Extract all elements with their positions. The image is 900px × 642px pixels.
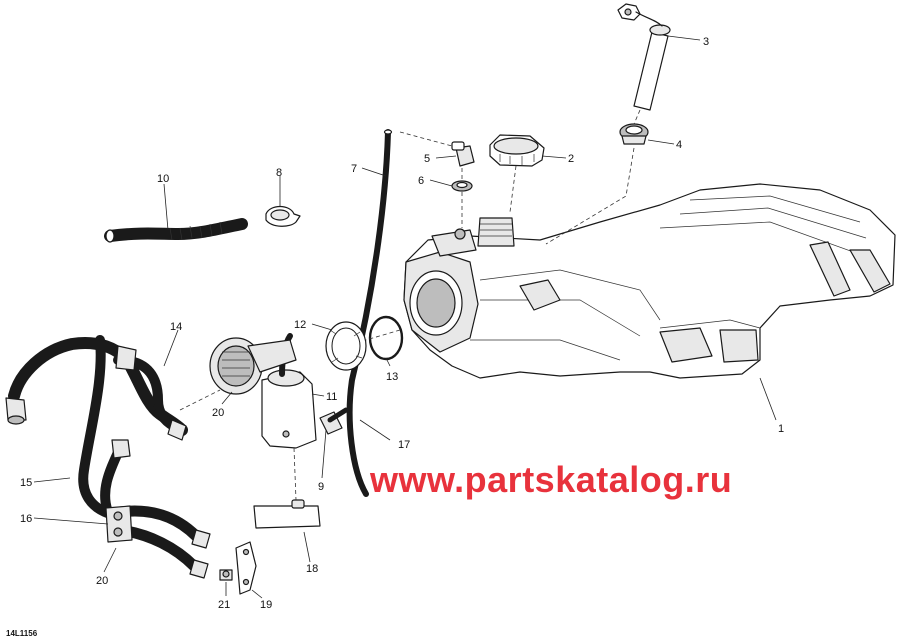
callout-11: 11 — [326, 391, 337, 403]
callout-20-upper: 20 — [212, 407, 224, 419]
leader-lines — [33, 35, 777, 599]
diagram-code: 14L1156 — [6, 629, 38, 638]
callout-9: 9 — [318, 481, 324, 493]
fuel-cap[interactable] — [489, 134, 545, 167]
callout-17: 17 — [398, 439, 410, 451]
callout-7: 7 — [351, 163, 357, 175]
fuel-line-fitting[interactable] — [319, 407, 349, 435]
callout-labels: 1 2 3 4 5 6 7 8 9 10 11 12 13 14 15 16 1… — [20, 36, 784, 611]
o-ring[interactable] — [368, 315, 404, 361]
fuel-filter[interactable] — [253, 499, 321, 529]
callout-16: 16 — [20, 513, 32, 525]
callout-5: 5 — [424, 153, 430, 165]
callout-13: 13 — [386, 371, 398, 383]
callout-8: 8 — [276, 167, 282, 179]
callout-12: 12 — [294, 319, 306, 331]
fuel-level-sender[interactable] — [617, 3, 671, 111]
screw[interactable] — [219, 569, 233, 581]
callout-15: 15 — [20, 477, 32, 489]
clamp[interactable] — [265, 205, 301, 227]
callout-6: 6 — [418, 175, 424, 187]
callout-4: 4 — [676, 139, 682, 151]
check-valve[interactable] — [451, 141, 475, 167]
fuel-pump[interactable] — [209, 333, 317, 449]
callout-10: 10 — [157, 173, 169, 185]
callout-3: 3 — [703, 36, 709, 48]
locking-ring[interactable] — [325, 321, 367, 371]
supply-hose[interactable] — [105, 505, 211, 579]
callout-14: 14 — [170, 321, 182, 333]
filler-hose[interactable] — [104, 218, 248, 243]
seal-washer[interactable] — [451, 180, 473, 192]
callout-18: 18 — [306, 563, 318, 575]
callout-20-lower: 20 — [96, 575, 108, 587]
callout-19: 19 — [260, 599, 272, 611]
assembly-lines — [179, 109, 641, 501]
hose-assembly[interactable] — [5, 335, 188, 519]
bracket[interactable] — [235, 541, 257, 595]
fuel-tank[interactable] — [403, 183, 896, 379]
callout-2: 2 — [568, 153, 574, 165]
callout-21: 21 — [218, 599, 230, 611]
vent-hose[interactable] — [346, 129, 393, 497]
watermark-text: www.partskatalog.ru — [369, 459, 732, 500]
grommet[interactable] — [619, 123, 649, 145]
callout-1: 1 — [778, 423, 784, 435]
